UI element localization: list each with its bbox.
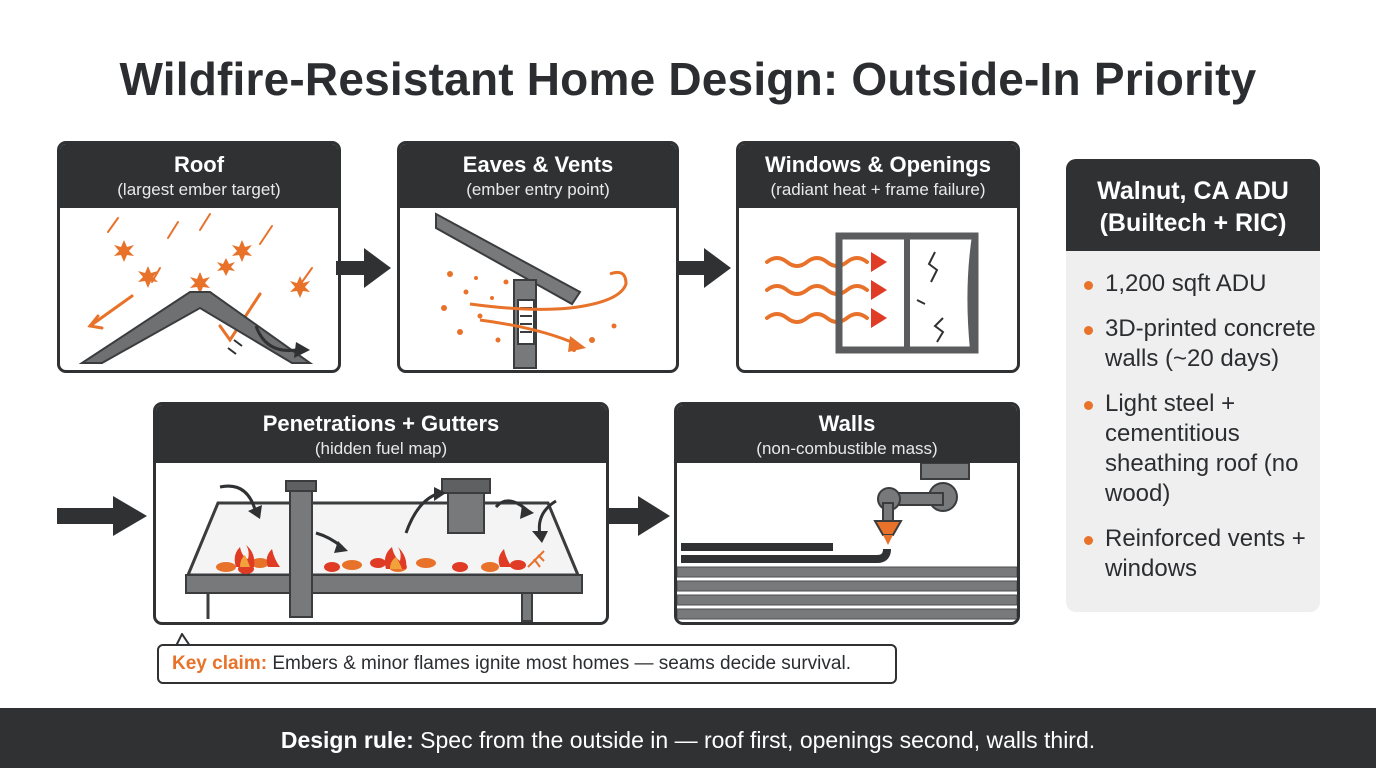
gutter-debris-illustration xyxy=(185,478,583,622)
ember-dots xyxy=(441,271,617,352)
print-gantry-shape xyxy=(920,463,970,480)
card-eaves-header: Eaves & Vents (ember entry point) xyxy=(400,144,676,208)
key-claim-label: Key claim: xyxy=(172,653,268,674)
list-item: Reinforced vents + windows xyxy=(1084,524,1320,584)
flow-arrow-icon xyxy=(676,248,731,288)
flow-arrow-icon xyxy=(606,496,670,536)
card-walls: Walls (non-combustible mass) xyxy=(674,402,1020,625)
list-item: Light steel + cementitious sheathing roo… xyxy=(1084,389,1320,509)
card-roof: Roof (largest ember target) xyxy=(57,141,341,373)
page-title: Wildfire-Resistant Home Design: Outside-… xyxy=(119,53,1257,105)
pipe-vent-shape xyxy=(289,486,313,618)
card-subheading: (ember entry point) xyxy=(466,180,610,199)
debris-pile xyxy=(216,545,545,574)
card-subheading: (radiant heat + frame failure) xyxy=(770,180,986,199)
flame-icon xyxy=(234,545,512,569)
design-rule-label: Design rule: xyxy=(280,727,414,753)
roof-overhang-shape xyxy=(435,212,582,306)
print-nozzle-icon xyxy=(873,520,903,536)
card-penetrations-header: Penetrations + Gutters (hidden fuel map) xyxy=(156,405,606,463)
list-item: 1,200 sqft ADU xyxy=(1084,269,1320,299)
ember-flow-arrow-icon xyxy=(469,270,628,311)
card-eaves: Eaves & Vents (ember entry point) xyxy=(397,141,679,373)
card-subheading: (hidden fuel map) xyxy=(314,439,448,458)
roof-ember-illustration xyxy=(78,213,314,364)
card-subheading: (non-combustible mass) xyxy=(756,439,938,458)
key-claim-callout: Key claim: Embers & minor flames ignite … xyxy=(157,644,897,684)
card-walls-header: Walls (non-combustible mass) xyxy=(677,405,1017,463)
case-study-list: 1,200 sqft ADU 3D-printed concrete walls… xyxy=(1066,251,1320,584)
case-study-title: Walnut, CA ADU xyxy=(1097,177,1289,205)
key-claim-text: Embers & minor flames ignite most homes … xyxy=(272,653,851,674)
flow-arrow-icon xyxy=(57,496,147,536)
card-roof-header: Roof (largest ember target) xyxy=(60,144,338,208)
card-subheading: (largest ember target) xyxy=(117,180,281,199)
list-item: 3D-printed concrete walls (~20 days) xyxy=(1084,314,1320,374)
card-penetrations: Penetrations + Gutters (hidden fuel map) xyxy=(153,402,609,625)
card-heading: Windows & Openings xyxy=(765,152,991,177)
roof-shape xyxy=(78,291,314,364)
card-heading: Roof xyxy=(173,152,225,177)
chimney-shape xyxy=(447,490,485,534)
printed-wall-illustration xyxy=(677,463,1017,620)
vent-grille-icon xyxy=(517,299,535,345)
card-heading: Walls xyxy=(818,411,876,436)
window-heat-illustration xyxy=(765,232,979,354)
eaves-vent-illustration xyxy=(435,212,628,369)
case-study-panel: Walnut, CA ADU (Builtech + RIC) 1,200 sq… xyxy=(1066,159,1320,612)
case-study-subtitle: (Builtech + RIC) xyxy=(1099,209,1287,237)
card-windows: Windows & Openings (radiant heat + frame… xyxy=(736,141,1020,373)
cracked-glass-icon xyxy=(967,235,978,351)
deflect-arrow-icon xyxy=(254,325,297,352)
ember-burst-icon xyxy=(114,240,310,298)
falling-embers-icon xyxy=(107,213,313,283)
printed-layers xyxy=(677,566,1017,620)
card-heading: Penetrations + Gutters xyxy=(262,411,500,436)
leaf-icon xyxy=(216,558,499,572)
case-study-header: Walnut, CA ADU (Builtech + RIC) xyxy=(1066,159,1320,251)
design-rule-text: Spec from the outside in — roof first, o… xyxy=(420,727,1096,753)
flow-arrow-icon xyxy=(336,248,391,288)
heat-wave-icon xyxy=(765,256,869,324)
card-windows-header: Windows & Openings (radiant heat + frame… xyxy=(739,144,1017,208)
design-rule-footer: Design rule: Spec from the outside in — … xyxy=(0,708,1376,768)
card-heading: Eaves & Vents xyxy=(462,152,614,177)
